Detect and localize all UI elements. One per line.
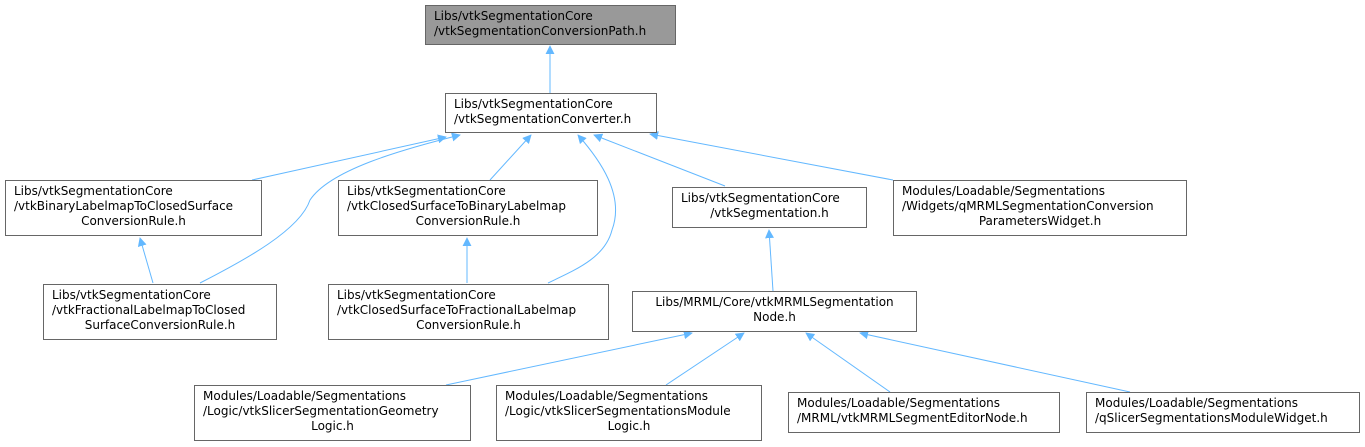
edge-module-widget-to-mrml-node (859, 330, 1131, 393)
node-label-line-1: Libs/vtkSegmentationCore (14, 184, 173, 198)
edge-closed-to-fractional-to-converter (547, 134, 617, 284)
node-label-line-3: SurfaceConversionRule.h (84, 318, 236, 332)
node-label-line-1: Libs/vtkSegmentationCore (681, 191, 840, 205)
node-label-line-1: Modules/Loadable/Segmentations (797, 396, 1001, 410)
node-label-line-3: ConversionRule.h (416, 318, 521, 332)
node-label-line-2: /Logic/vtkSlicerSegmentationsModule (505, 404, 731, 418)
node-label-line-1: Modules/Loadable/Segmentations (505, 389, 709, 403)
node-label-line-2: /vtkBinaryLabelmapToClosedSurface (14, 199, 234, 213)
edge-closed-to-binary-to-converter (489, 134, 532, 181)
node-label-line-2: /vtkClosedSurfaceToBinaryLabelmap (347, 199, 567, 213)
node-label-line-1: Modules/Loadable/Segmentations (203, 389, 407, 403)
edge-segmentation-to-converter (593, 133, 726, 187)
node-label-line-2: /MRML/vtkMRMLSegmentEditorNode.h (797, 411, 1028, 425)
node-label-line-3: ParametersWidget.h (978, 214, 1102, 228)
node-label-line-1: Libs/vtkSegmentationCore (347, 184, 506, 198)
edge-geometry-logic-to-mrml-node (445, 330, 693, 386)
edge-editor-node-to-mrml-node (805, 332, 891, 393)
node-binary-labelmap-to-closed-surface-rule[interactable]: Libs/vtkSegmentationCore /vtkBinaryLabel… (5, 180, 262, 236)
node-slicer-segmentations-module-widget[interactable]: Modules/Loadable/Segmentations /qSlicerS… (1086, 392, 1360, 433)
edge-widgets-to-converter (649, 131, 894, 181)
edge-fractional-to-closed-to-converter (199, 132, 461, 284)
node-segmentation-converter[interactable]: Libs/vtkSegmentationCore /vtkSegmentatio… (445, 93, 657, 133)
node-closed-surface-to-binary-labelmap-rule[interactable]: Libs/vtkSegmentationCore /vtkClosedSurfa… (338, 180, 598, 236)
node-label-line-2: /vtkSegmentation.h (710, 206, 829, 220)
node-label-line-2: /vtkClosedSurfaceToFractionalLabelmap (337, 303, 577, 317)
node-slicer-segmentation-geometry-logic[interactable]: Modules/Loadable/Segmentations /Logic/vt… (194, 385, 471, 441)
node-label-line-1: Libs/vtkSegmentationCore (52, 288, 211, 302)
node-label-line-3: Logic.h (311, 419, 354, 433)
node-label-line-2: /Logic/vtkSlicerSegmentationGeometry (203, 404, 439, 418)
edge-mrml-node-to-segmentation (765, 229, 775, 292)
edge-binary-to-closed-to-converter (251, 134, 447, 181)
edge-fractional-to-closed-to-binary-to-closed (137, 237, 154, 284)
node-label-line-1: Modules/Loadable/Segmentations (902, 184, 1106, 198)
node-segmentation[interactable]: Libs/vtkSegmentationCore /vtkSegmentatio… (672, 187, 867, 228)
node-label-line-2: /vtkSegmentationConverter.h (454, 112, 632, 126)
node-mrml-segmentation-node[interactable]: Libs/MRML/Core/vtkMRMLSegmentation Node.… (632, 291, 917, 332)
node-label-line-1: Libs/vtkSegmentationCore (434, 9, 593, 23)
node-label-line-2: /vtkSegmentationConversionPath.h (434, 24, 647, 38)
node-label-line-1: Libs/vtkSegmentationCore (337, 288, 496, 302)
node-slicer-segmentations-module-logic[interactable]: Modules/Loadable/Segmentations /Logic/vt… (496, 385, 762, 441)
node-label-line-3: ConversionRule.h (81, 214, 186, 228)
node-mrml-segment-editor-node[interactable]: Modules/Loadable/Segmentations /MRML/vtk… (788, 392, 1060, 433)
node-label-line-1: Modules/Loadable/Segmentations (1095, 396, 1299, 410)
node-label-line-2: /Widgets/qMRMLSegmentationConversion (902, 199, 1154, 213)
edge-module-logic-to-mrml-node (665, 332, 745, 386)
node-label-line-3: Logic.h (607, 419, 651, 433)
node-label-line-2: Node.h (753, 310, 796, 324)
node-segmentation-conversion-path: Libs/vtkSegmentationCore /vtkSegmentatio… (425, 5, 676, 45)
node-mrml-segmentation-conversion-parameters-widget[interactable]: Modules/Loadable/Segmentations /Widgets/… (893, 180, 1187, 236)
node-closed-surface-to-fractional-labelmap-rule[interactable]: Libs/vtkSegmentationCore /vtkClosedSurfa… (328, 284, 609, 340)
node-label-line-2: /qSlicerSegmentationsModuleWidget.h (1095, 411, 1328, 425)
node-label-line-1: Libs/vtkSegmentationCore (454, 97, 613, 111)
node-label-line-2: /vtkFractionalLabelmapToClosed (52, 303, 246, 317)
node-label-line-3: ConversionRule.h (415, 214, 521, 228)
node-fractional-labelmap-to-closed-surface-rule[interactable]: Libs/vtkSegmentationCore /vtkFractionalL… (43, 284, 277, 340)
node-label-line-1: Libs/MRML/Core/vtkMRMLSegmentation (655, 295, 894, 309)
